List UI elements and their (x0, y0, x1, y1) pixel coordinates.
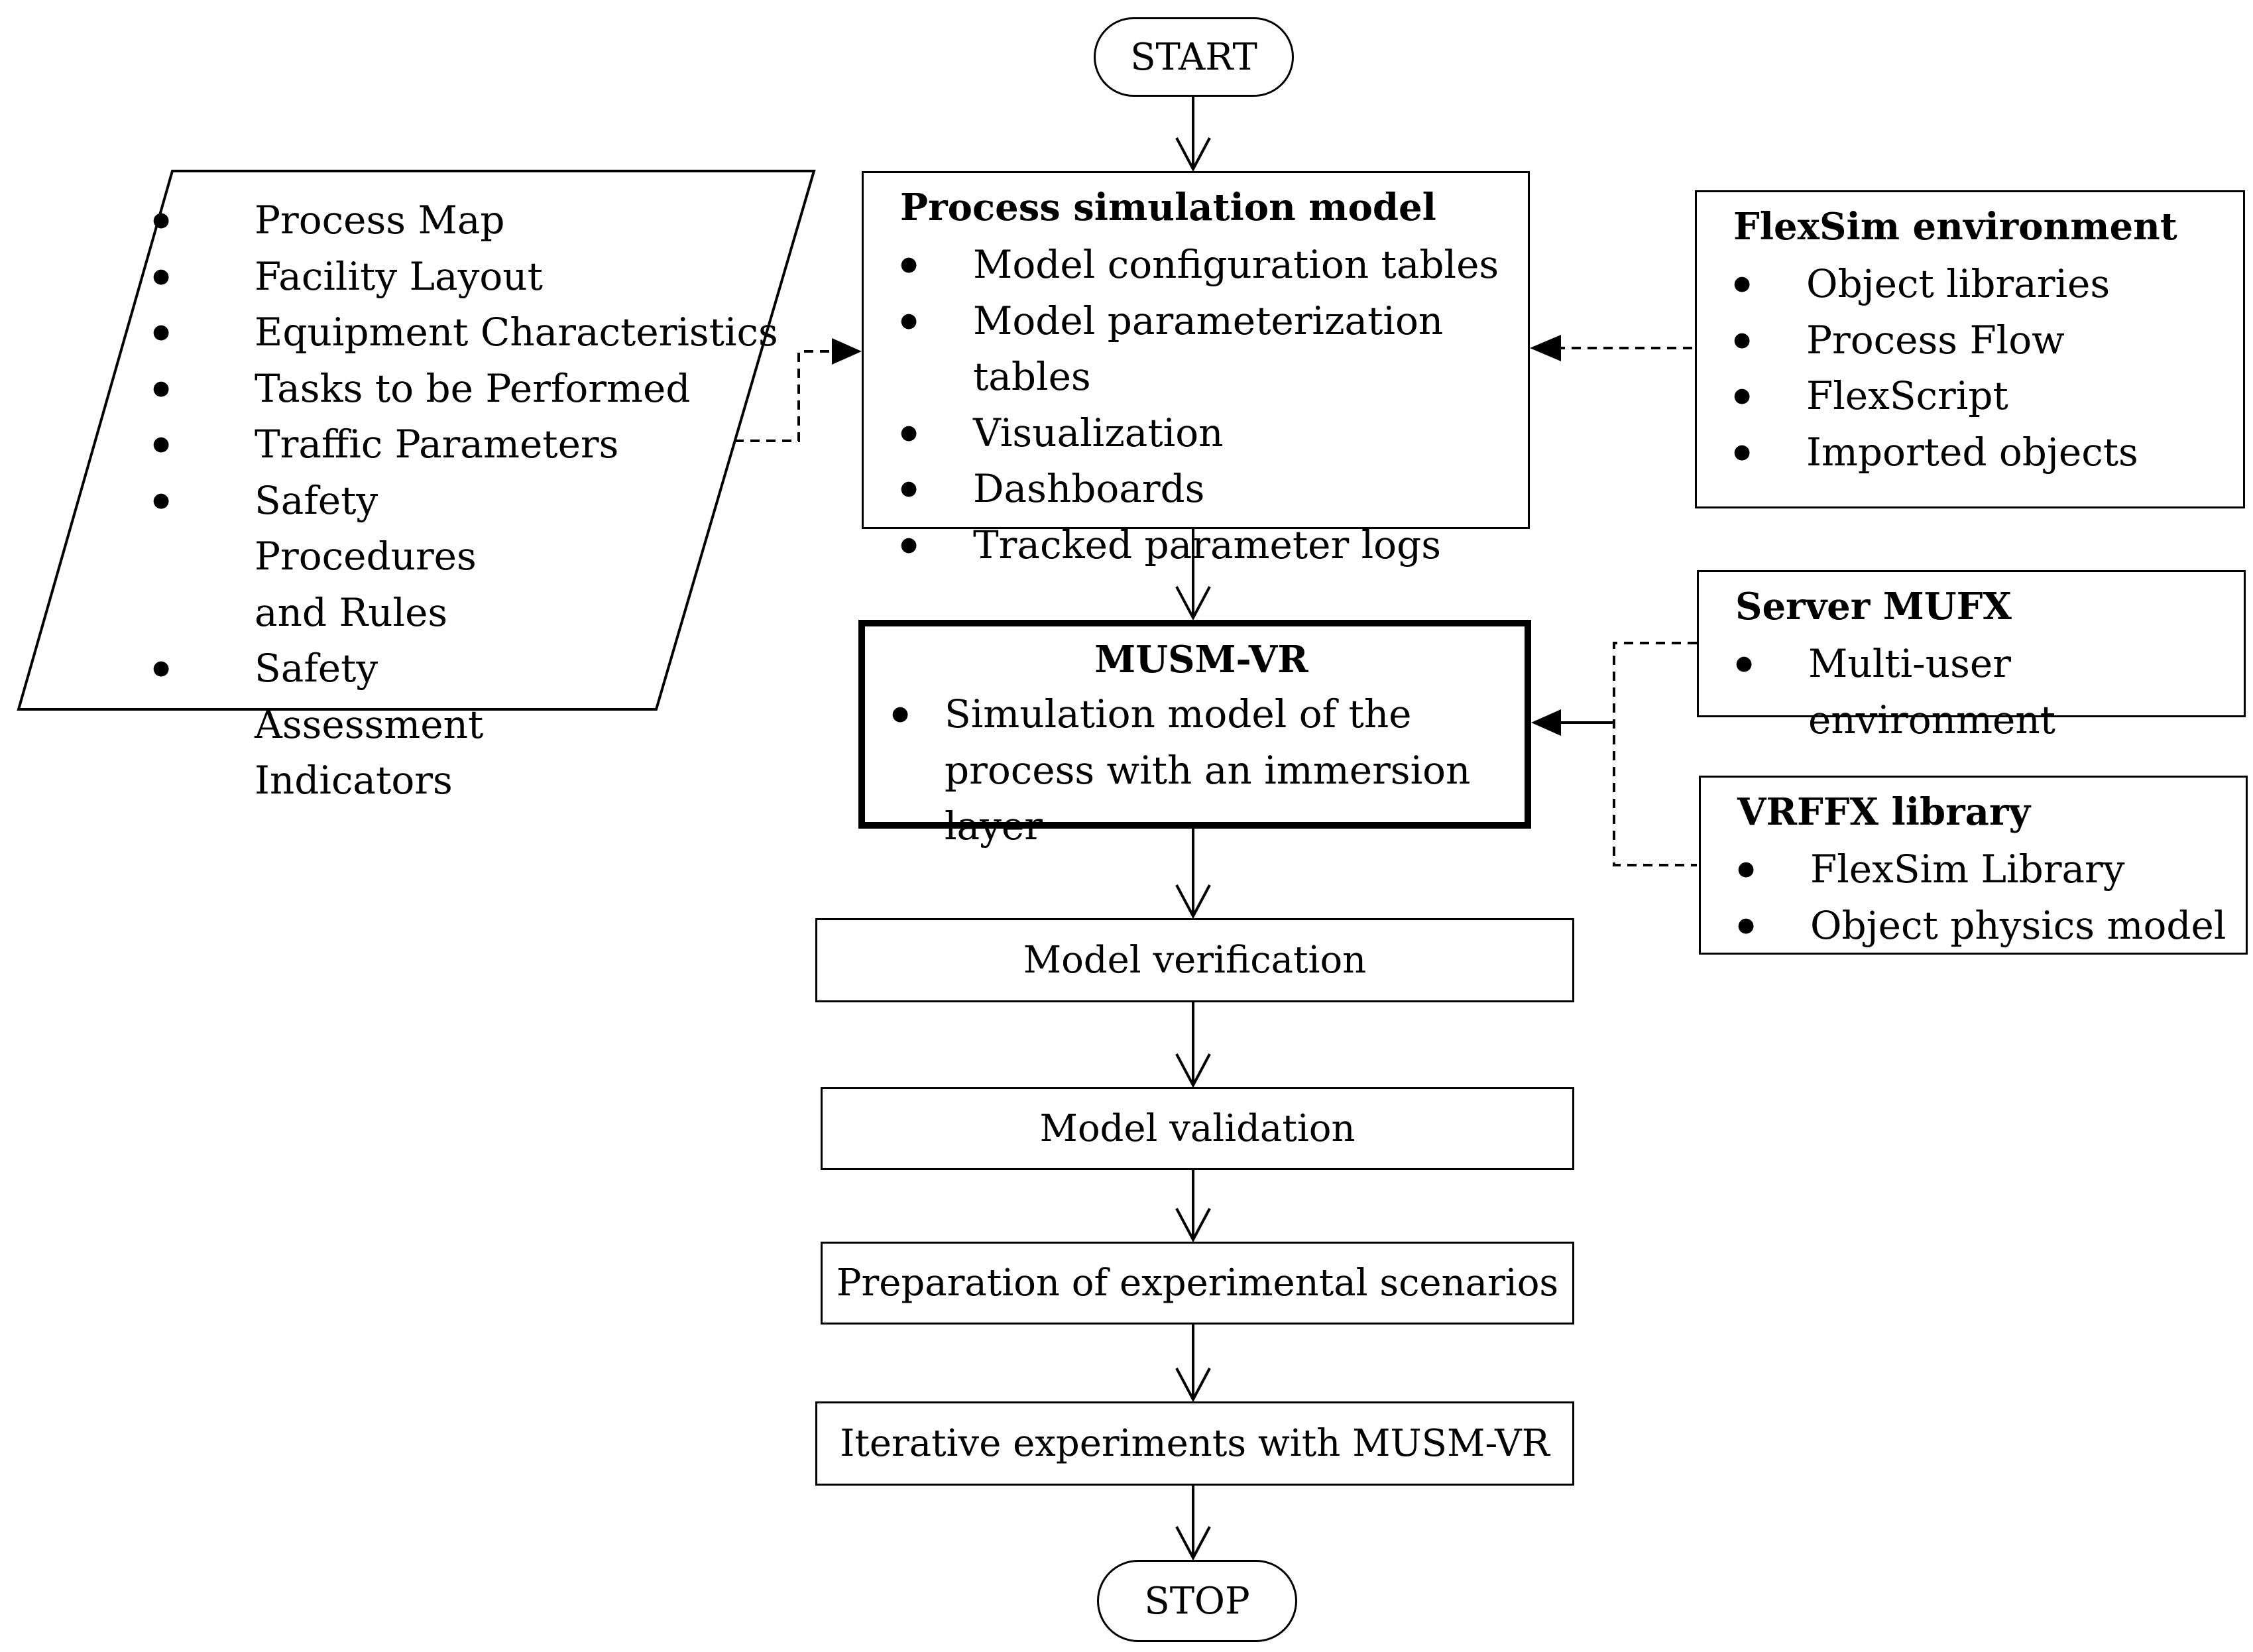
flexsim-environment-box: FlexSim environment Object libraries Pro… (1695, 190, 2245, 508)
input-item: Process Map (152, 192, 778, 249)
vrffx-library-box: VRFFX library FlexSim Library Object phy… (1699, 776, 2248, 955)
input-item: Safety Assessment Indicators (152, 640, 573, 809)
musm-vr-box: MUSM-VR Simulation model of the process … (858, 620, 1531, 849)
stop-label: STOP (1144, 1579, 1250, 1623)
process-model-item: Dashboards (900, 461, 1528, 517)
filled-arrowheads (832, 335, 1561, 736)
main-flow-arrows (1175, 96, 1211, 1561)
model-verification-label: Model verification (1023, 939, 1367, 982)
experimental-scenarios-box: Preparation of experimental scenarios (821, 1242, 1574, 1325)
start-label: START (1130, 35, 1257, 79)
start-terminal: START (1094, 17, 1294, 97)
server-mufx-title: Server MUFX (1735, 585, 2012, 628)
server-mufx-box: Server MUFX Multi-user environment (1697, 570, 2246, 742)
process-model-item: Visualization (900, 405, 1528, 461)
stop-terminal: STOP (1097, 1560, 1297, 1642)
vrffx-item: FlexSim Library (1737, 841, 2246, 898)
input-item: Equipment Characteristics (152, 304, 778, 361)
input-data-list: Process Map Facility Layout Equipment Ch… (152, 192, 778, 809)
iterative-experiments-label: Iterative experiments with MUSM-VR (840, 1422, 1550, 1465)
musm-vr-title: MUSM-VR (1094, 638, 1308, 681)
flexsim-title: FlexSim environment (1733, 205, 2177, 249)
process-model-title: Process simulation model (900, 186, 1436, 229)
input-item: Safety Procedures and Rules (152, 473, 540, 641)
flexsim-item: Object libraries (1733, 256, 2243, 312)
input-item: Facility Layout (152, 249, 778, 305)
vrffx-item: Object physics model (1737, 898, 2246, 954)
process-model-item: Tracked parameter logs (900, 517, 1528, 573)
server-mufx-item: Multi-user environment (1735, 636, 2244, 748)
flexsim-item: Imported objects (1733, 424, 2243, 481)
process-model-item: Model parameterization tables (900, 293, 1528, 405)
flexsim-item: Process Flow (1733, 312, 2243, 369)
vrffx-title: VRFFX library (1737, 790, 2030, 834)
musm-vr-item: Simulation model of the process with an … (892, 686, 1511, 855)
process-model-item: Model configuration tables (900, 237, 1528, 293)
experimental-scenarios-label: Preparation of experimental scenarios (836, 1262, 1559, 1305)
model-verification-box: Model verification (815, 918, 1574, 1002)
iterative-experiments-box: Iterative experiments with MUSM-VR (815, 1401, 1574, 1486)
process-simulation-model-box: Process simulation model Model configura… (862, 171, 1530, 573)
input-item: Tasks to be Performed (152, 361, 778, 417)
input-item: Traffic Parameters (152, 416, 778, 473)
model-validation-box: Model validation (821, 1087, 1574, 1170)
model-validation-label: Model validation (1039, 1107, 1356, 1150)
flexsim-item: FlexScript (1733, 368, 2243, 424)
